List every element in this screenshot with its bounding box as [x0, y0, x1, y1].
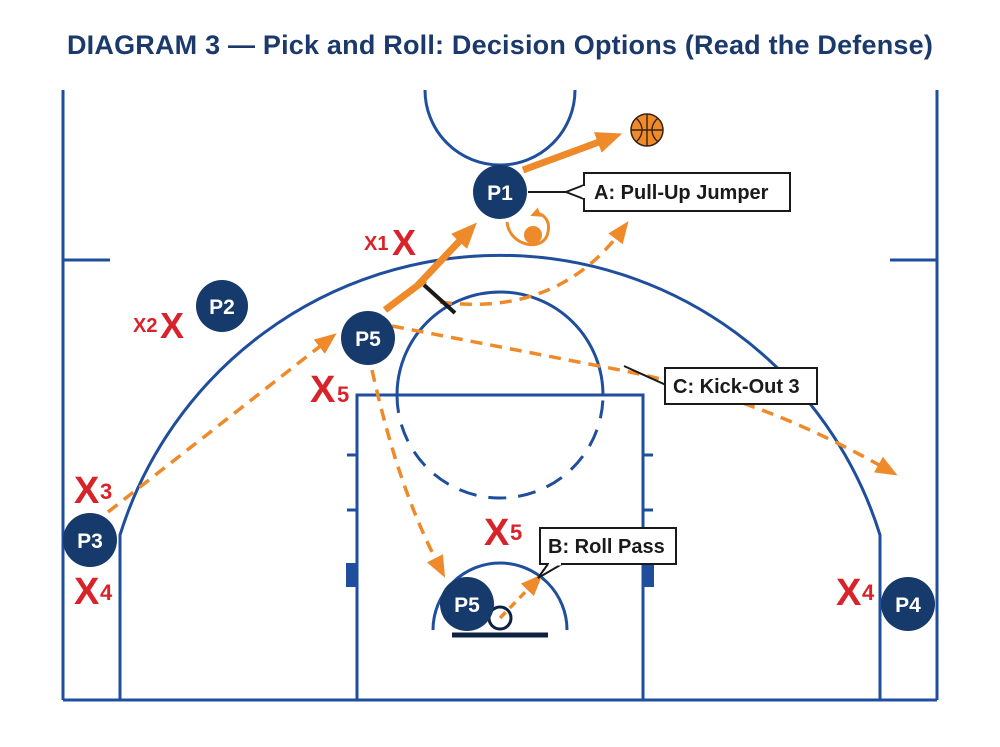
basketball-icon [630, 113, 664, 147]
ball-small [524, 226, 542, 244]
dribble-loop-icon [505, 207, 550, 247]
three-point-arc [118, 253, 882, 700]
restricted-area-arc [431, 561, 569, 631]
free-throw-circle-top [395, 290, 605, 396]
defender-x3-letter: X [74, 470, 100, 512]
defender-x2-num-prefix: X2 [133, 315, 157, 337]
callout-b-text: B: Roll Pass [548, 536, 665, 558]
roll-pass-path [498, 574, 543, 620]
callout-c-text: C: Kick-Out 3 [673, 376, 800, 398]
defender-x4-right: X 4 [836, 572, 875, 614]
lane-block-left [346, 563, 356, 587]
defender-x4-right-num: 4 [862, 580, 875, 605]
court-lines [61, 89, 939, 702]
roll-path [370, 369, 446, 578]
player-p2-label: P2 [209, 296, 235, 319]
screen-marker-icon [422, 283, 457, 315]
defender-x4-right-letter: X [836, 572, 862, 614]
player-p5-rim-label: P5 [454, 594, 480, 617]
defender-x3: X 3 [74, 470, 112, 512]
defender-x5-lane-letter: X [484, 512, 510, 554]
diagram-title: DIAGRAM 3 — Pick and Roll: Decision Opti… [66, 30, 934, 60]
defender-x1-mark: X [392, 222, 416, 263]
action-paths [106, 132, 898, 620]
defender-x1-num-prefix: X1 [364, 233, 388, 255]
lane-block-right [644, 563, 654, 587]
callout-a: A: Pull-Up Jumper [528, 172, 791, 212]
pop-pass-path [439, 221, 629, 307]
player-p2: P2 [196, 280, 248, 332]
defender-x2: X2 X [133, 305, 184, 346]
callout-b: B: Roll Pass [537, 527, 677, 579]
player-p1-label: P1 [487, 182, 513, 205]
defender-x5-top-num: 5 [337, 382, 349, 407]
player-p5-screen-label: P5 [355, 328, 381, 351]
pull-up-path [521, 132, 623, 174]
defender-x1: X1 X [364, 222, 416, 263]
player-p5-rim: P5 [440, 577, 494, 631]
defender-x3-num: 3 [100, 479, 112, 504]
defender-x2-mark: X [160, 305, 184, 346]
p3-cut-path [106, 333, 337, 514]
defender-x5-lane: X 5 [484, 512, 522, 554]
center-circle [423, 89, 577, 167]
defender-x5-top: X 5 [310, 369, 349, 411]
defender-x4-left-num: 4 [100, 580, 113, 605]
free-throw-circle-bottom [395, 394, 605, 500]
defender-x4-left: X 4 [74, 571, 113, 613]
defender-x4-left-letter: X [74, 571, 100, 613]
drive-path-to-p1 [415, 222, 477, 288]
callout-c: C: Kick-Out 3 [623, 365, 818, 405]
callout-a-text: A: Pull-Up Jumper [594, 182, 769, 204]
kick-out-path [391, 324, 898, 476]
defender-x5-lane-num: 5 [510, 520, 522, 545]
defender-x5-top-letter: X [310, 369, 336, 411]
player-p3-label: P3 [77, 530, 103, 553]
player-p4-label: P4 [895, 594, 921, 617]
player-p5-screen: P5 [341, 311, 395, 365]
player-p1: P1 [473, 165, 527, 219]
player-p3: P3 [63, 513, 117, 567]
player-p4: P4 [881, 577, 935, 631]
